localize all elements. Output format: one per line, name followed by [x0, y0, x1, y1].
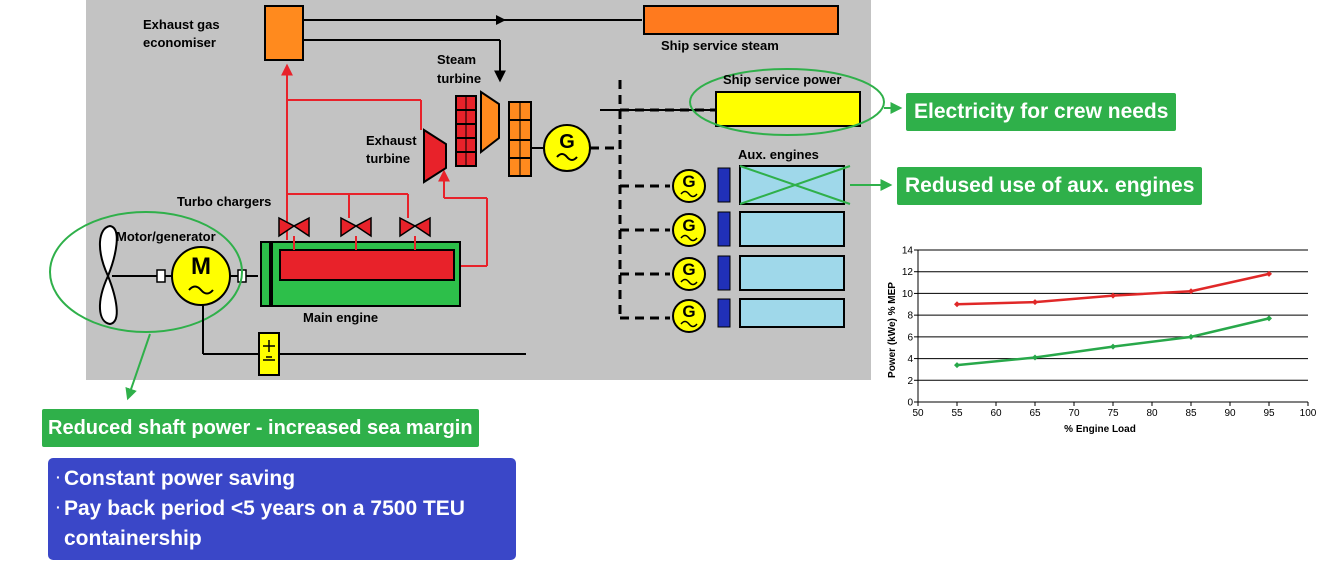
turbo-charger-2: [340, 216, 372, 250]
motor-generator-icon: M: [171, 246, 231, 306]
turbo-charger-3: [399, 216, 431, 250]
aux-engine-row-2: [672, 211, 845, 247]
ship-service-steam-label: Ship service steam: [661, 38, 779, 53]
reduced-aux-callout: Redused use of aux. engines: [897, 167, 1203, 205]
steam-arrow-head: [496, 15, 506, 25]
exhaust-gas-economiser-label-2: economiser: [143, 35, 216, 50]
electrical-bus: [590, 80, 716, 320]
chart-x-tick-label: 80: [1146, 408, 1158, 419]
chart-x-tick-label: 95: [1263, 408, 1275, 419]
electricity-callout: Electricity for crew needs: [906, 93, 1177, 131]
motor-generator-label: Motor/generator: [116, 229, 216, 244]
chart-point: [1266, 270, 1272, 277]
chart-point: [1110, 343, 1116, 350]
chart-y-tick-label: 14: [902, 246, 914, 257]
chart-x-tick-label: 75: [1107, 408, 1119, 419]
main-engine-exhaust-receiver: [279, 249, 455, 281]
aux-engines-label: Aux. engines: [738, 147, 819, 162]
frequency-converter-icon: [258, 332, 280, 376]
chart-y-tick-label: 12: [902, 267, 914, 278]
chart-y-tick-label: 8: [907, 311, 913, 322]
chart-point: [1032, 299, 1038, 306]
aux-engine-row-4: [672, 298, 845, 333]
exhaust-turbine-label-1: Exhaust: [366, 133, 417, 148]
benefit-item-1: ·Constant power saving: [56, 464, 506, 494]
chart-point: [1188, 333, 1194, 340]
motor-letter: M: [191, 253, 211, 280]
chart-point: [1110, 292, 1116, 299]
aux-generator-letters: G G G G: [682, 172, 695, 321]
steam-turbine-label-2: turbine: [437, 71, 482, 86]
chart-y-tick-label: 6: [907, 332, 913, 343]
chart-x-tick-label: 85: [1185, 408, 1197, 419]
chart-point: [954, 362, 960, 369]
chart-x-tick-label: 65: [1029, 408, 1041, 419]
propeller-icon: [99, 224, 118, 326]
turbo-chargers-label: Turbo chargers: [177, 194, 272, 209]
main-engine-flange: [260, 241, 271, 307]
chart-x-tick-label: 50: [912, 408, 924, 419]
chart-y-axis-label: Power (kWe) % MEP: [887, 282, 898, 378]
benefit-item-2: ·Pay back period <5 years on a 7500 TEU …: [56, 494, 506, 554]
motor-generator-highlight: [49, 211, 243, 333]
exhaust-turbine-label-2: turbine: [366, 151, 411, 166]
ship-service-steam-box: [643, 5, 839, 35]
chart-y-tick-label: 10: [902, 289, 914, 300]
aux-generator-waves: [680, 190, 698, 328]
aux-generator-letter-2: G: [682, 216, 695, 235]
chart-series-line-1: [956, 272, 1270, 306]
aux-engine-row-3: [672, 255, 845, 291]
shaft-generator-icon: G: [543, 124, 591, 172]
chart-axes: [914, 249, 1309, 406]
generator-letter: G: [559, 131, 575, 153]
callout-arrows: [125, 102, 903, 401]
steam-turbine: [455, 90, 544, 177]
chart-gridlines: [918, 249, 1308, 381]
chart-series: [954, 270, 1272, 369]
chart-x-axis-label: % Engine Load: [1064, 424, 1136, 435]
benefit-text-1: Constant power saving: [64, 467, 296, 490]
chart-x-tick-label: 70: [1068, 408, 1080, 419]
exhaust-gas-economiser: [264, 5, 304, 61]
chart-point: [1032, 354, 1038, 361]
chart-y-tick-label: 2: [907, 376, 913, 387]
ship-service-power-highlight: [689, 68, 885, 136]
benefits-box: ·Constant power saving ·Pay back period …: [48, 458, 516, 560]
ship-service-power-box: [715, 91, 861, 127]
power-feed-line: [202, 305, 526, 355]
exhaust-turbine: [423, 128, 447, 184]
exhaust-lines: [281, 63, 488, 267]
reduced-shaft-callout: Reduced shaft power - increased sea marg…: [42, 409, 479, 447]
aux-generator-letter-4: G: [682, 302, 695, 321]
chart-point: [1188, 288, 1194, 295]
chart-y-tick-label: 4: [907, 354, 913, 365]
power-vs-load-chart: 0 2 4 6 8 10 12 14 50 55 60 65 70 75 80 85 90 95 100 % En…: [887, 246, 1317, 436]
aux-generator-letter-1: G: [682, 172, 695, 191]
benefit-text-2: Pay back period <5 years on a 7500 TEU c…: [64, 497, 465, 550]
chart-y-tick-label: 0: [907, 398, 913, 409]
steam-turbine-label-1: Steam: [437, 52, 477, 67]
chart-x-tick-label: 55: [951, 408, 963, 419]
chart-x-tick-label: 100: [1300, 408, 1317, 419]
ship-service-power-label: Ship service power: [723, 72, 842, 87]
chart-y-tick-labels: 0 2 4 6 8 10 12 14: [902, 246, 914, 409]
turbo-charger-1: [278, 216, 310, 250]
main-engine-label: Main engine: [303, 310, 379, 325]
chart-x-tick-label: 60: [990, 408, 1002, 419]
bullet-1: ·: [56, 469, 61, 485]
exhaust-gas-economiser-label-1: Exhaust gas: [143, 17, 220, 32]
aux-generator-letter-3: G: [682, 260, 695, 279]
bullet-2: ·: [56, 499, 61, 515]
shaft-coupling-1: [156, 269, 166, 283]
chart-x-tick-labels: 50 55 60 65 70 75 80 85 90 95 100: [912, 408, 1316, 419]
chart-x-tick-label: 90: [1224, 408, 1236, 419]
chart-point: [1266, 315, 1272, 322]
chart-point: [954, 301, 960, 308]
